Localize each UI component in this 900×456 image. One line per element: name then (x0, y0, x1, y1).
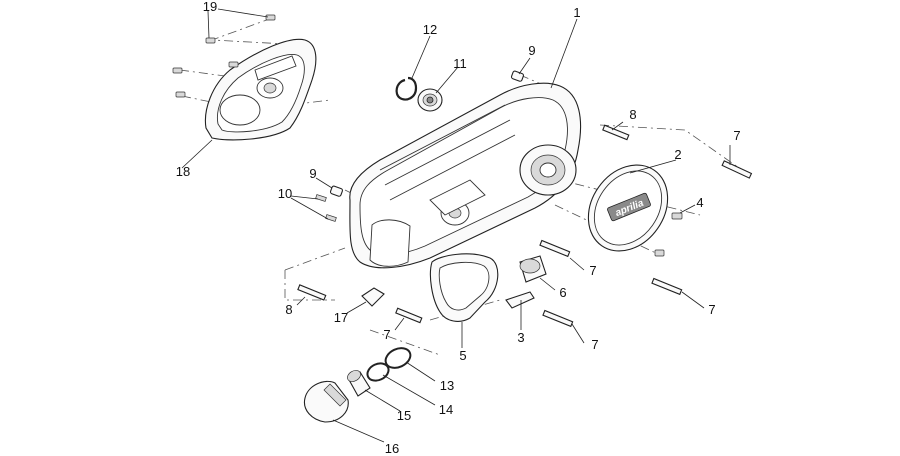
callout-5: 5 (459, 348, 466, 363)
callout-1: 1 (573, 5, 580, 20)
callout-10: 10 (278, 186, 292, 201)
callout-7-lower: 7 (591, 337, 598, 352)
callout-7-left: 7 (383, 327, 390, 342)
callout-7-top-right: 7 (733, 128, 740, 143)
ring-part-14 (366, 362, 390, 382)
callout-2: 2 (674, 147, 681, 162)
dowel-pins-part-9 (329, 70, 524, 197)
callout-labels: 1 2 3 4 5 6 7 7 7 7 7 8 8 9 9 10 11 12 1… (176, 0, 741, 456)
clip-part-3 (505, 291, 535, 309)
callout-11: 11 (453, 56, 467, 71)
transmission-cover-part-1 (349, 82, 582, 269)
callout-19: 19 (203, 0, 217, 14)
bushing-part-6 (519, 255, 547, 283)
callout-14: 14 (439, 402, 453, 417)
callout-13: 13 (440, 378, 454, 393)
callout-18: 18 (176, 164, 190, 179)
bracket-part-17 (361, 287, 385, 307)
callout-7-center: 7 (589, 263, 596, 278)
leader-lines (181, 8, 731, 443)
clamp-part-13 (384, 347, 412, 369)
callout-9-upper: 9 (528, 43, 535, 58)
callout-16: 16 (385, 441, 399, 456)
callout-7-right: 7 (708, 302, 715, 317)
gasket-plate-part-18 (204, 38, 317, 141)
bearing-part-11 (417, 88, 443, 112)
clutch-cover-part-2: aprilia (587, 164, 669, 252)
callout-12: 12 (423, 22, 437, 37)
long-bolts-parts-7-8 (297, 124, 753, 328)
filter-cap-part-16 (303, 380, 349, 423)
callout-17: 17 (334, 310, 348, 325)
callout-8-left: 8 (285, 302, 292, 317)
callout-15: 15 (397, 408, 411, 423)
screws-part-19 (172, 14, 276, 98)
callout-8-upper: 8 (629, 107, 636, 122)
callout-3: 3 (517, 330, 524, 345)
screw-part-4 (671, 212, 683, 220)
circlip-part-12 (395, 76, 418, 101)
callout-4: 4 (696, 195, 703, 210)
callout-9-left: 9 (309, 166, 316, 181)
air-duct-part-5 (429, 253, 499, 322)
studs-part-10 (315, 194, 337, 222)
sleeve-part-15 (347, 370, 371, 397)
callout-6: 6 (559, 285, 566, 300)
